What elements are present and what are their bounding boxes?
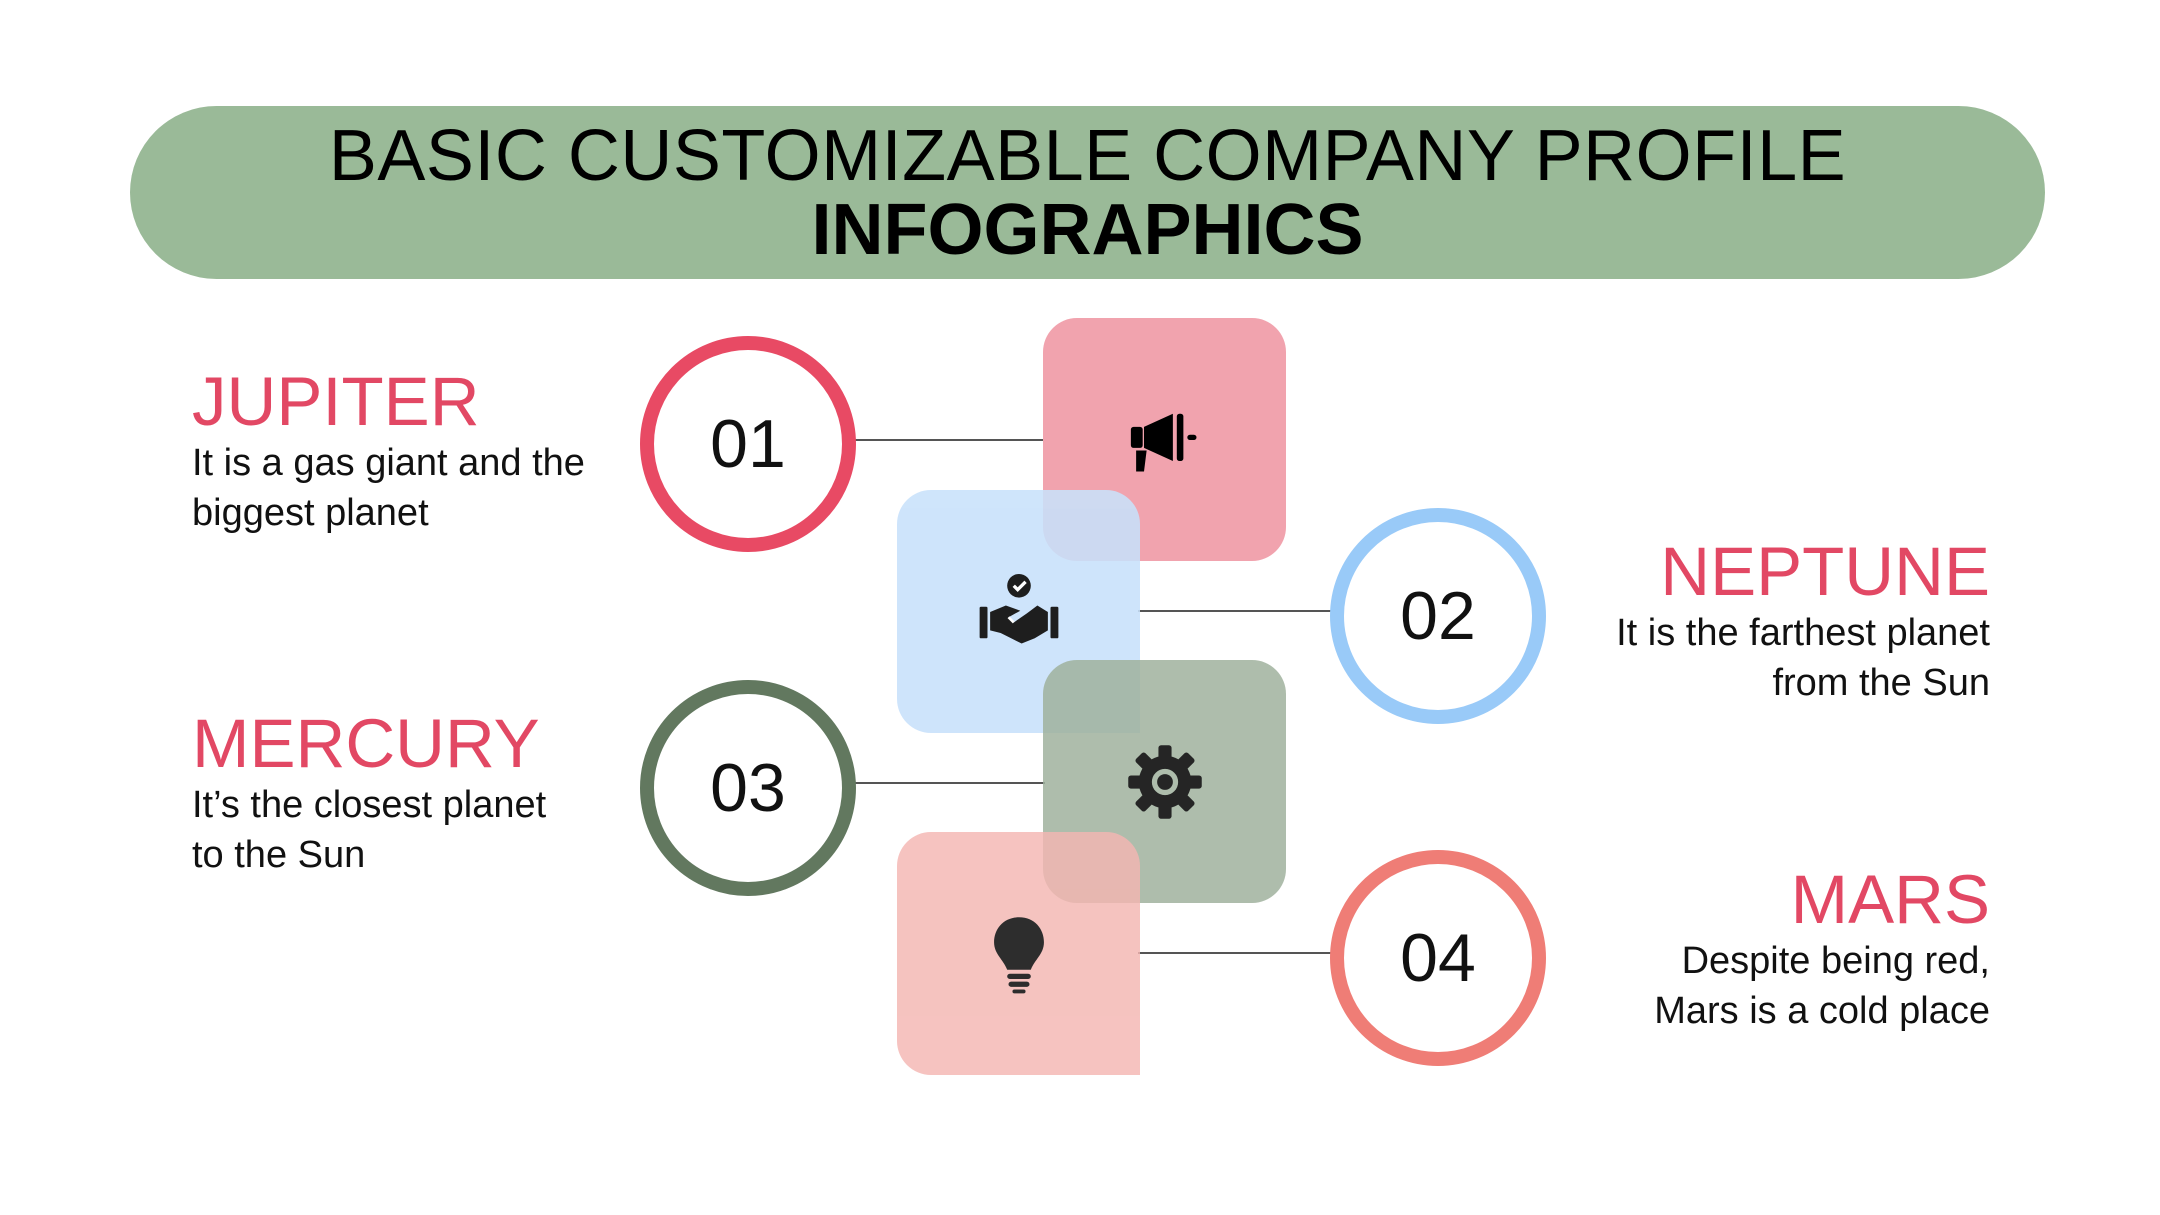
connector-03: [845, 782, 1045, 784]
item-mars: MARS Despite being red, Mars is a cold p…: [1510, 864, 1990, 1036]
connector-04: [1138, 952, 1338, 954]
number-03: 03: [710, 750, 786, 826]
item-description-line-2: Mars is a cold place: [1654, 990, 1990, 1032]
title-line-2: INFOGRAPHICS: [811, 189, 1364, 270]
number-04: 04: [1400, 920, 1476, 996]
item-description-line-1: It’s the closest planet: [192, 784, 547, 826]
number-01: 01: [710, 406, 786, 482]
item-description-line-2: to the Sun: [192, 834, 366, 876]
number-ring-03: 03: [640, 680, 856, 896]
item-title: MERCURY: [192, 705, 540, 782]
item-description-line-1: It is a gas giant and the: [192, 442, 585, 484]
megaphone-icon: [1123, 398, 1207, 482]
item-description-line-2: biggest planet: [192, 492, 429, 534]
lightbulb-icon: [977, 912, 1061, 996]
item-jupiter: JUPITER It is a gas giant and the bigges…: [192, 366, 662, 538]
number-02: 02: [1400, 578, 1476, 654]
item-description-line-2: from the Sun: [1772, 662, 1990, 704]
item-description-line-1: Despite being red,: [1681, 940, 1990, 982]
item-title: NEPTUNE: [1660, 533, 1990, 610]
item-title: JUPITER: [192, 363, 480, 440]
item-neptune: NEPTUNE It is the farthest planet from t…: [1510, 536, 1990, 708]
number-ring-01: 01: [640, 336, 856, 552]
tile-mars: [897, 832, 1140, 1075]
title-line-1: BASIC CUSTOMIZABLE COMPANY PROFILE: [328, 115, 1847, 196]
handshake-check-icon: [977, 570, 1061, 654]
tile-neptune: [897, 490, 1140, 733]
item-mercury: MERCURY It’s the closest planet to the S…: [192, 708, 662, 880]
item-title: MARS: [1790, 861, 1990, 938]
item-description-line-1: It is the farthest planet: [1616, 612, 1990, 654]
gear-icon: [1123, 740, 1207, 824]
connector-01: [845, 439, 1045, 441]
title-banner: BASIC CUSTOMIZABLE COMPANY PROFILE INFOG…: [130, 106, 2045, 279]
connector-02: [1138, 610, 1338, 612]
